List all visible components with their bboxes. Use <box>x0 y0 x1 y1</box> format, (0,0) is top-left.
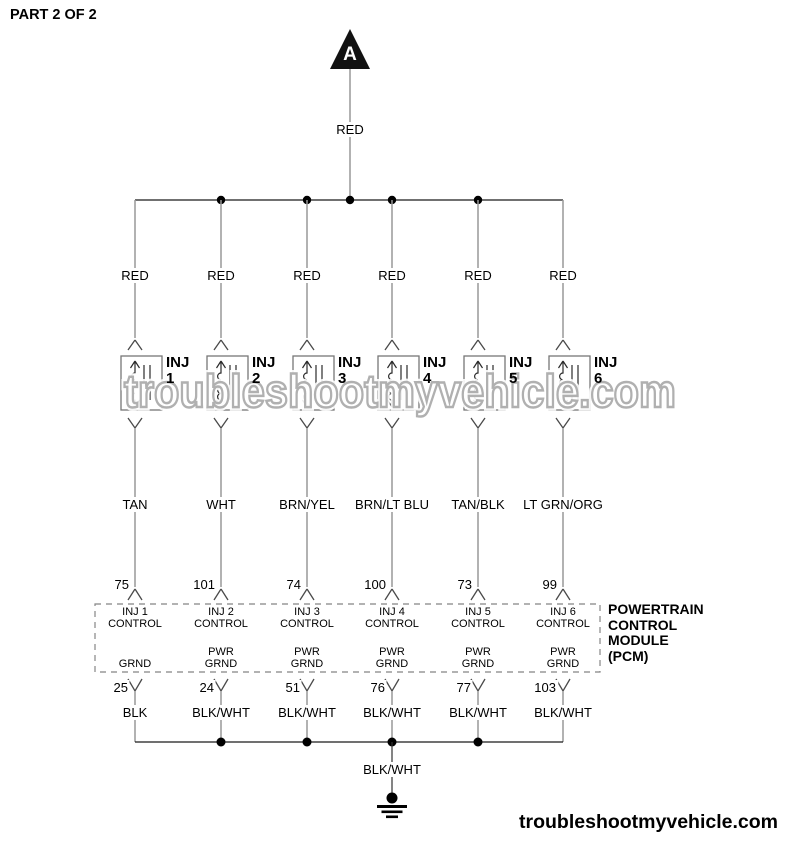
pcm-ground-line: PWR <box>465 646 491 658</box>
injector-word: INJ <box>509 354 533 371</box>
pcm-function-line: CONTROL <box>536 618 590 630</box>
wire-color-label: TAN <box>119 497 151 512</box>
wire-color-label: BLK <box>119 705 151 720</box>
part-label: PART 2 OF 2 <box>10 7 97 23</box>
pcm-title-line: CONTROL <box>608 616 678 633</box>
pcm-pin-number: 76 <box>368 680 387 695</box>
pcm-title-line: (PCM) <box>608 647 649 664</box>
pcm-function-line: CONTROL <box>365 618 419 630</box>
wire-color-label: BLK/WHT <box>275 705 339 720</box>
injector-number: 4 <box>423 370 432 387</box>
feed-wire-color-label: RED <box>333 122 367 137</box>
pcm-pin-number: 101 <box>191 577 217 592</box>
pcm-title-line: POWERTRAIN <box>608 601 704 617</box>
pcm-ground-line: PWR <box>294 646 320 658</box>
ground-wire-color-label: BLK/WHT <box>360 762 424 777</box>
pcm-pin-number: 77 <box>454 680 473 695</box>
pcm-function-line: CONTROL <box>451 618 505 630</box>
wire-color-label: BRN/LT BLU <box>352 497 432 512</box>
wire-color-label: TAN/BLK <box>448 497 508 512</box>
pcm-ground-line: GRND <box>204 658 238 670</box>
pcm-pin-number: 74 <box>284 577 303 592</box>
wire-color-label: LT GRN/ORG <box>520 497 606 512</box>
pcm-title-line: MODULE <box>608 632 669 648</box>
wire-color-label: RED <box>290 268 324 283</box>
ground-bus-junction-dots <box>216 737 483 747</box>
pcm-ground-line: PWR <box>379 646 405 658</box>
pcm-function-line: INJ 2 <box>208 606 234 618</box>
pcm-title: POWERTRAIN CONTROL MODULE (PCM) <box>608 601 704 664</box>
pcm-function-line: CONTROL <box>194 618 248 630</box>
pcm-function-line: INJ 3 <box>294 606 320 618</box>
injector-word: INJ <box>338 354 362 371</box>
injector-number: 6 <box>594 370 603 387</box>
injector-word: INJ <box>423 354 447 371</box>
injector-number: 1 <box>166 370 175 387</box>
pcm-ground-line: PWR <box>208 646 234 658</box>
connector-a-label: A <box>343 44 357 65</box>
pcm-ground-line: PWR <box>550 646 576 658</box>
pcm-function-line: CONTROL <box>108 618 162 630</box>
injector-number: 3 <box>338 370 347 387</box>
injector-number: 2 <box>252 370 261 387</box>
wire-color-label: BLK/WHT <box>360 705 424 720</box>
wire-color-label: RED <box>375 268 409 283</box>
pcm-pin-number: 73 <box>455 577 474 592</box>
wire-color-label: BLK/WHT <box>446 705 510 720</box>
pcm-function-line: INJ 6 <box>550 606 576 618</box>
pcm-function-line: INJ 1 <box>122 606 148 618</box>
pcm-function-line: CONTROL <box>280 618 334 630</box>
wire-color-label: RED <box>461 268 495 283</box>
pcm-pin-number: 103 <box>532 680 558 695</box>
pcm-ground-line: GRND <box>375 658 409 670</box>
site-name: troubleshootmyvehicle.com <box>519 811 778 833</box>
pcm-ground-line: GRND <box>118 658 152 670</box>
injector-word: INJ <box>166 354 190 371</box>
pcm-pin-number: 25 <box>111 680 130 695</box>
pcm-function-line: INJ 5 <box>465 606 491 618</box>
wire-color-label: RED <box>204 268 238 283</box>
injector-number: 5 <box>509 370 518 387</box>
pcm-ground-line: GRND <box>546 658 580 670</box>
injector-word: INJ <box>594 354 618 371</box>
wire-color-label: BLK/WHT <box>189 705 253 720</box>
pcm-pin-number: 51 <box>283 680 302 695</box>
pcm-pin-number: 100 <box>362 577 388 592</box>
injector-word: INJ <box>252 354 276 371</box>
watermark-text: troubleshootmyvehicle.com <box>124 365 676 417</box>
pcm-pin-number: 75 <box>112 577 131 592</box>
pcm-ground-line: GRND <box>461 658 495 670</box>
wire-color-label: BRN/YEL <box>276 497 338 512</box>
wire-color-label: RED <box>118 268 152 283</box>
wire-color-label: BLK/WHT <box>531 705 595 720</box>
pcm-dashed-box <box>94 603 601 673</box>
watermark-halo: troubleshootmyvehicle.com <box>124 365 676 417</box>
pcm-pin-number: 99 <box>540 577 559 592</box>
wire-color-label: RED <box>546 268 580 283</box>
pcm-ground-line: GRND <box>290 658 324 670</box>
pcm-ground-label: GRND <box>119 646 151 670</box>
pcm-function-line: INJ 4 <box>379 606 405 618</box>
connector-a-triangle-icon <box>330 29 370 69</box>
wire-color-label: WHT <box>203 497 239 512</box>
pcm-pin-number: 24 <box>197 680 216 695</box>
